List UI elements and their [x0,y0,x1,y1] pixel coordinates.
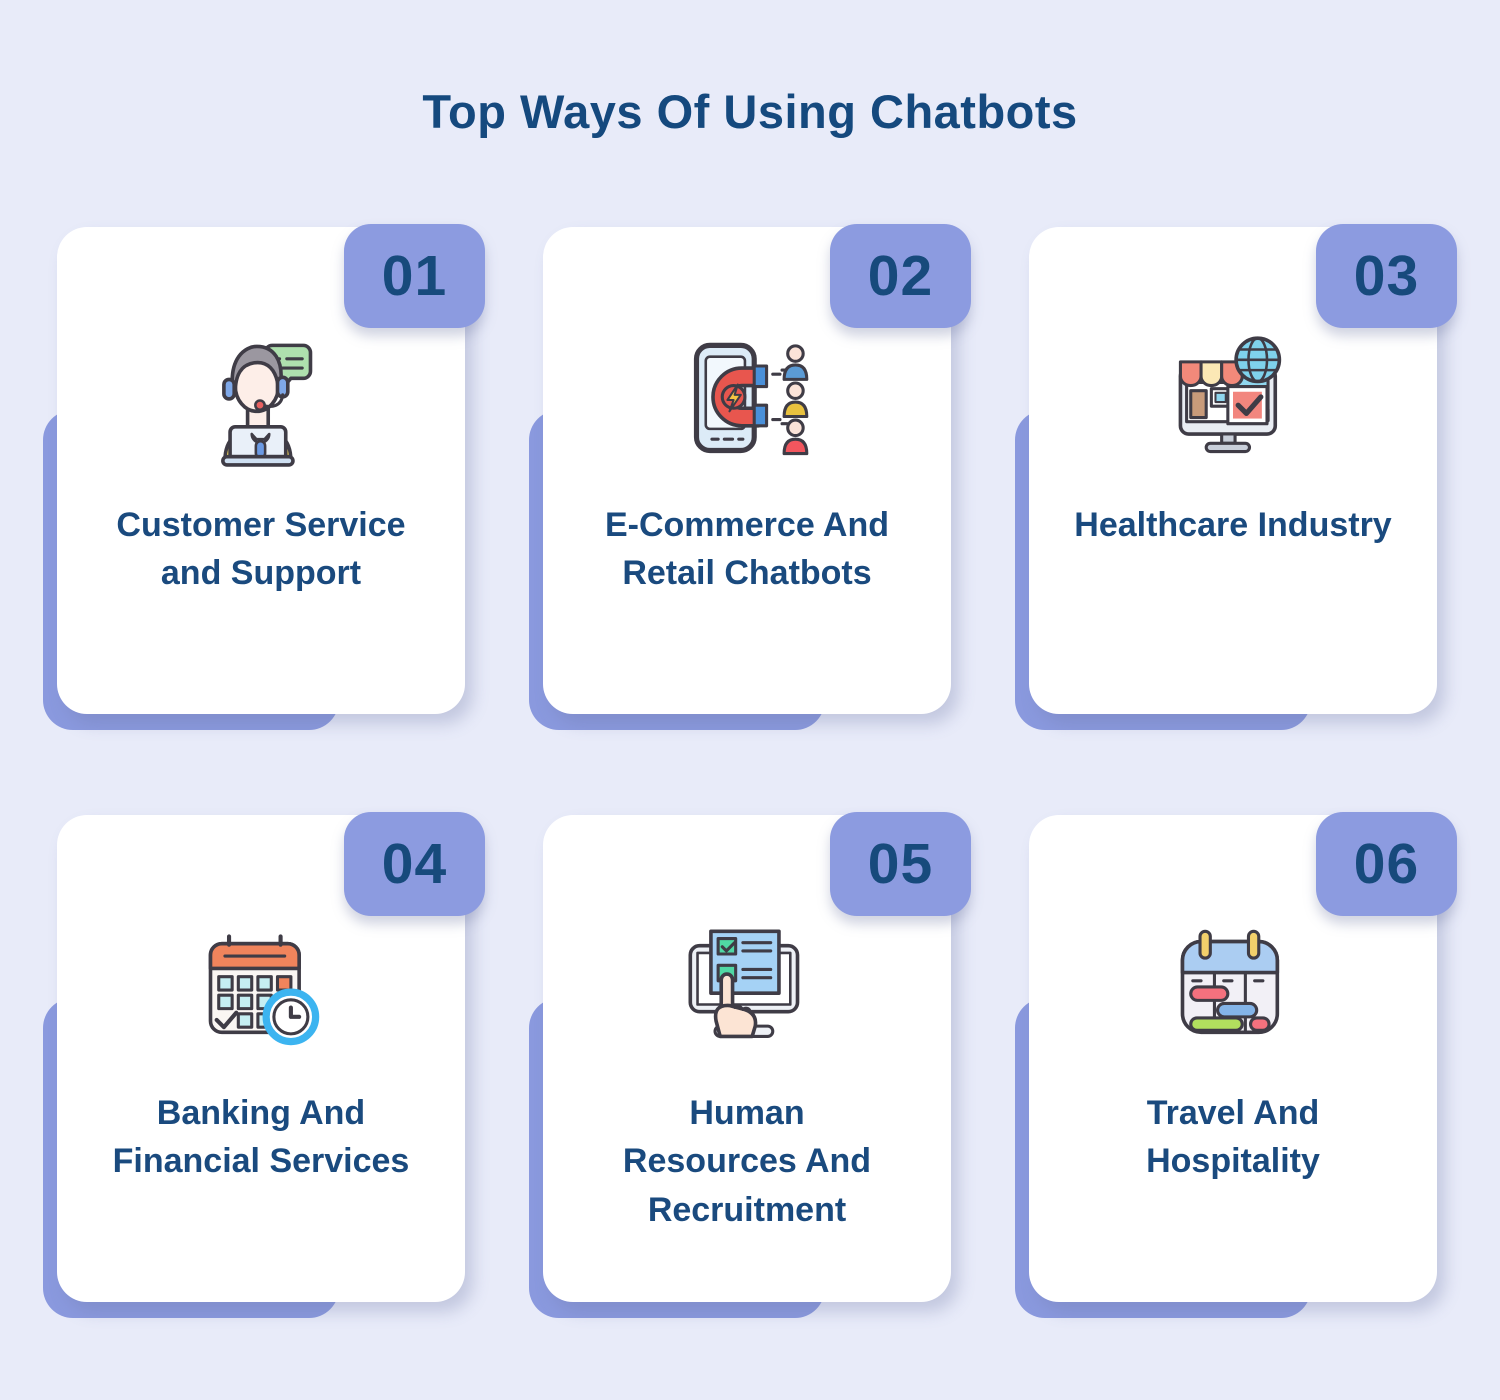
online-store-monitor-icon [1178,336,1282,454]
card-label: Customer Service and Support [116,506,406,593]
calendar-clock-icon [208,934,320,1046]
card-label: E-Commerce And Retail Chatbots [604,506,890,593]
card-ecommerce-retail: 02 [529,224,971,730]
number-badge: 06 [1316,812,1457,916]
number-badge: 03 [1316,224,1457,328]
card-human-resources: 05 Human Resources And Recru [529,812,971,1318]
number-badge: 02 [830,224,971,328]
card-label: Healthcare Industry [1074,506,1392,544]
card-label: Banking And Financial Services [112,1094,410,1181]
number-badge: 05 [830,812,971,916]
schedule-planner-icon [1180,929,1280,1035]
page-title: Top Ways Of Using Chatbots [422,85,1078,138]
card-label: Travel And Hospitality [1146,1094,1320,1181]
card-healthcare: 03 [1015,224,1457,730]
online-form-click-icon [688,929,800,1039]
cards-grid: 01 Customer Service and Supp [0,224,1500,1318]
support-agent-icon [221,343,313,467]
card-label: Human Resources And Recruitment [622,1094,872,1229]
number-badge: 04 [344,812,485,916]
card-customer-service: 01 Customer Service and Supp [43,224,485,730]
card-travel-hospitality: 06 Travel And Hospitality [1015,812,1457,1318]
number-badge: 01 [344,224,485,328]
card-banking-financial: 04 [43,812,485,1318]
phone-magnet-customers-icon [693,342,809,456]
